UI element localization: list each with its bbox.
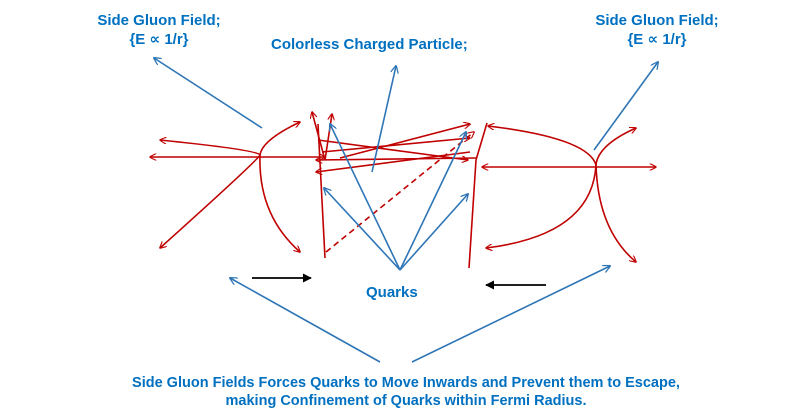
left-quark-line — [317, 123, 326, 259]
quark-pointer-3 — [399, 132, 466, 271]
caption-line-2: making Confinement of Quarks within Ferm… — [225, 393, 587, 409]
particle-pointer — [371, 66, 396, 173]
left-field-arc-right — [259, 122, 300, 252]
inward-motion-arrows — [252, 273, 546, 290]
pointer-arrows — [154, 58, 658, 363]
right-field-arc-left — [486, 126, 597, 248]
right-field-pointer — [593, 62, 658, 151]
quark-pointer-2 — [330, 124, 401, 271]
particle-arrow-4 — [321, 138, 470, 153]
particle-arrow-2 — [324, 114, 332, 161]
caption-pointer-left — [230, 278, 381, 363]
quarks-label: Quarks — [366, 284, 418, 301]
left-field-label: Side Gluon Field; {E ∝ 1/r} — [85, 11, 233, 49]
particle-arrow-1 — [312, 112, 326, 161]
left-field-pointer — [154, 58, 263, 129]
left-field-title: Side Gluon Field; — [97, 12, 221, 29]
colorless-particle-field — [312, 112, 488, 269]
particle-arrow-7 — [316, 158, 477, 160]
right-field-arc-right — [595, 128, 636, 262]
right-quark-line — [468, 159, 477, 269]
right-field-label: Side Gluon Field; {E ∝ 1/r} — [582, 11, 732, 49]
particle-arrow-6 — [339, 124, 470, 159]
left-side-gluon-field — [150, 122, 325, 252]
quark-pointer-1 — [324, 188, 401, 271]
caption: Side Gluon Fields Forces Quarks to Move … — [0, 374, 812, 410]
particle-dashed-arrow — [325, 132, 474, 253]
right-field-title: Side Gluon Field; — [595, 12, 719, 29]
left-field-formula: {E ∝ 1/r} — [129, 31, 189, 48]
caption-line-1: Side Gluon Fields Forces Quarks to Move … — [132, 375, 680, 391]
quark-pointer-4 — [399, 194, 468, 271]
right-field-formula: {E ∝ 1/r} — [627, 31, 687, 48]
right-quark-notch — [475, 122, 488, 161]
caption-pointer-right — [411, 266, 610, 363]
particle-label: Colorless Charged Particle; — [271, 36, 468, 53]
right-side-gluon-field — [482, 126, 656, 262]
